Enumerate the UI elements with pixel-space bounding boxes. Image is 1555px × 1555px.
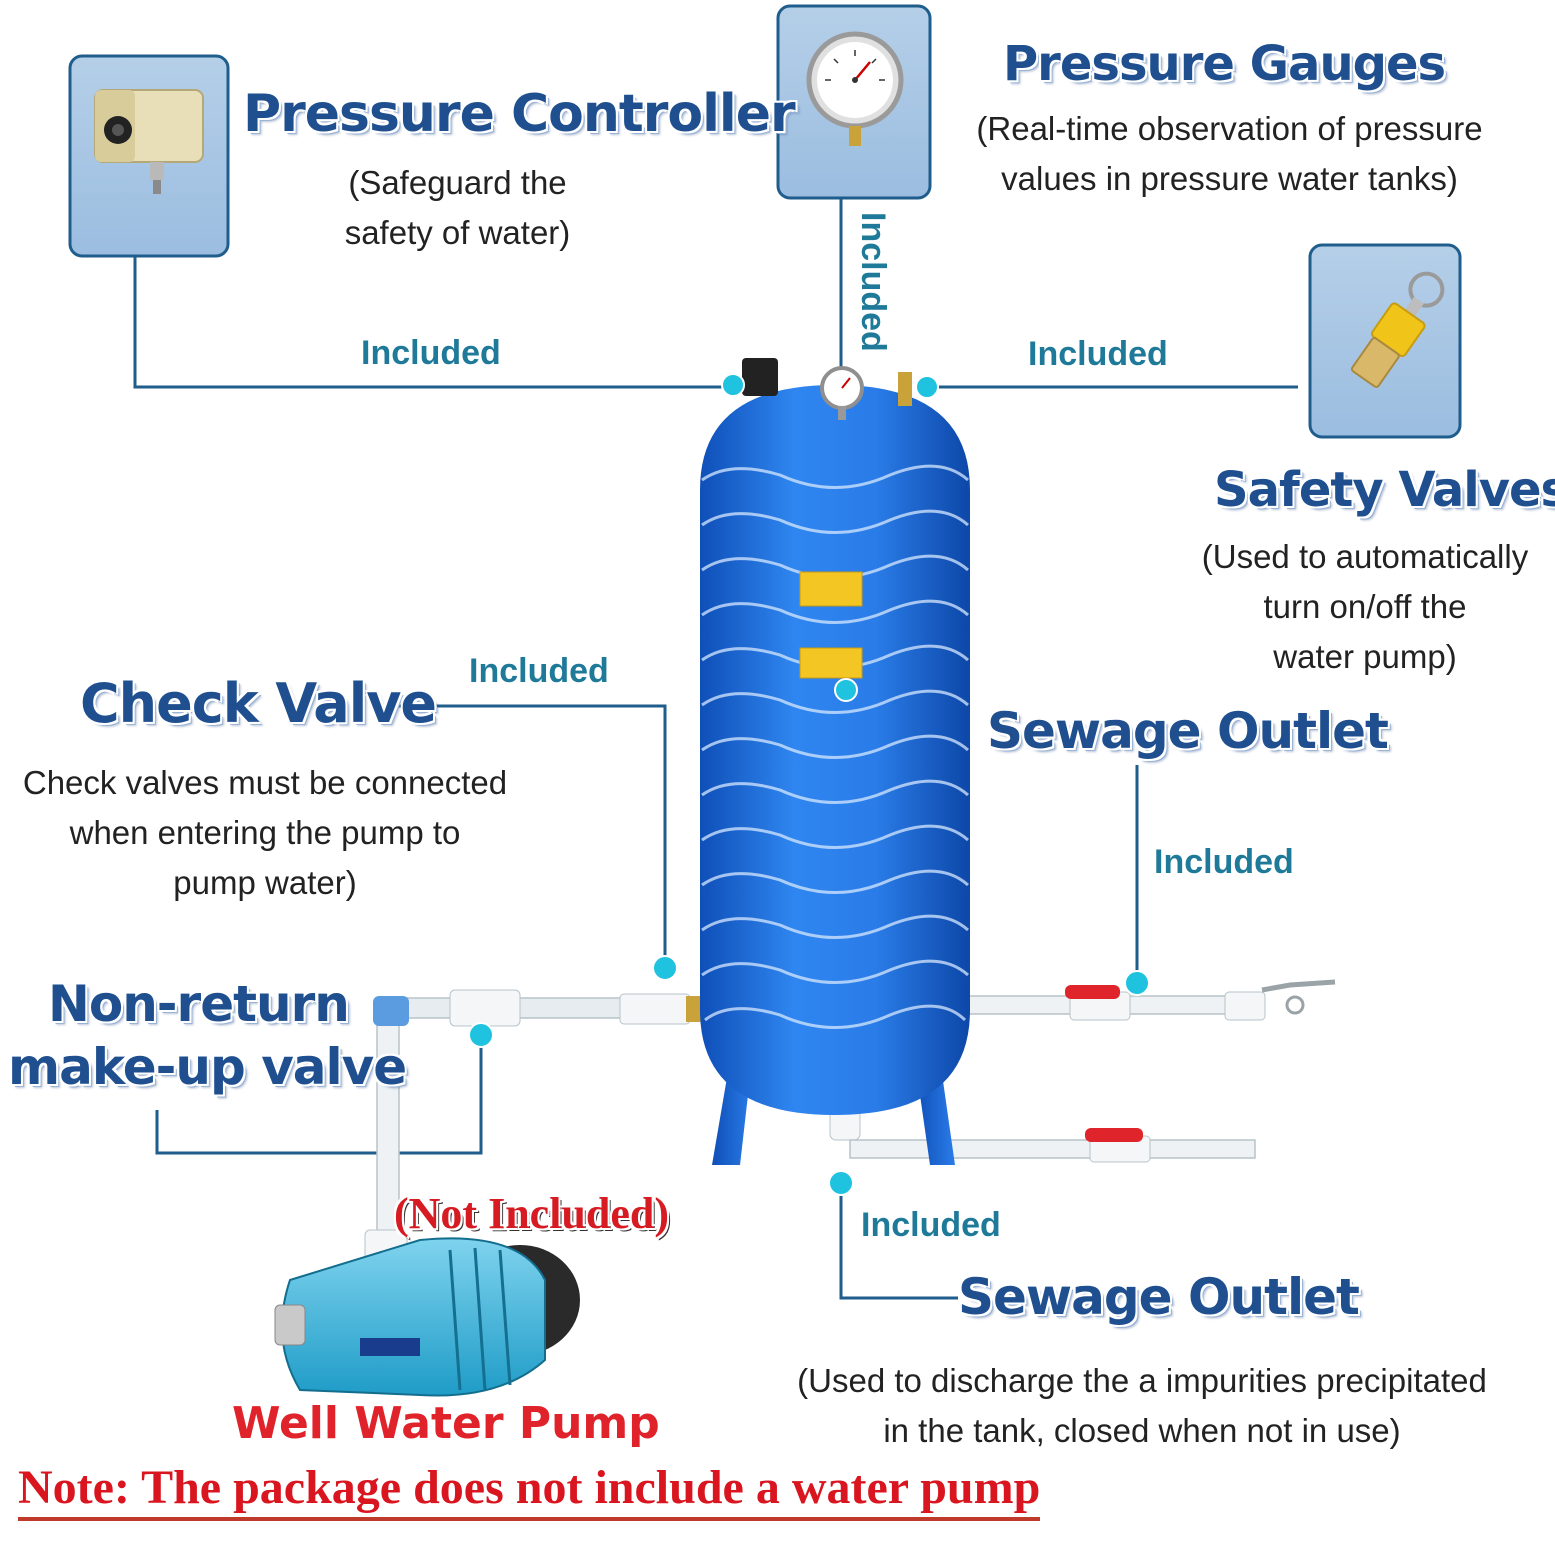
water-pump-icon [274, 1237, 580, 1397]
pressure-controller-desc: (Safeguard the safety of water) [310, 158, 605, 258]
pressure-gauges-title: Pressure Gauges [1003, 36, 1446, 92]
pressure-gauges-desc-line-2: values in pressure water tanks) [1001, 160, 1458, 197]
sewage-outlet-top-title: Sewage Outlet [987, 702, 1389, 760]
pressure-controller-desc-line-2: safety of water) [344, 214, 571, 251]
connector-check-valve [398, 704, 667, 968]
pressure-switch-icon [94, 89, 204, 194]
safety-valves-desc-line-3: water pump) [1273, 638, 1457, 675]
marker-dot-pressure-controller [721, 373, 745, 397]
pressure-gauge-icon [806, 31, 904, 146]
check-valve-desc: Check valves must be connected when ente… [0, 758, 530, 908]
safety-valves-included: Included [1028, 335, 1168, 373]
non-return-title-line-2: make-up valve [8, 1038, 407, 1096]
safety-valves-box [1308, 243, 1462, 439]
check-valve-desc-line-2: when entering the pump to [69, 814, 461, 851]
marker-dot-sewage-top [1124, 970, 1150, 996]
marker-dot-sewage-bottom [828, 1170, 854, 1196]
sewage-outlet-bottom-desc: (Used to discharge the a impurities prec… [752, 1356, 1532, 1456]
pressure-gauges-box [776, 4, 932, 200]
check-valve-desc-line-1: Check valves must be connected [22, 764, 508, 801]
safety-valve-icon [1350, 271, 1445, 388]
pressure-gauges-desc-line-1: (Real-time observation of pressure [976, 110, 1483, 147]
marker-dot-safety-valves [915, 375, 939, 399]
pressure-gauges-included: Included [854, 212, 892, 352]
sewage-outlet-bottom-included: Included [861, 1206, 1001, 1244]
package-note: Note: The package does not include a wat… [18, 1460, 1041, 1521]
connector-lines [133, 197, 1298, 1300]
check-valve-desc-line-3: pump water) [173, 864, 357, 901]
sewage-outlet-bottom-desc-line-2: in the tank, closed when not in use) [883, 1412, 1401, 1449]
connector-non-return [155, 1035, 483, 1155]
pump-label: Well Water Pump [232, 1398, 660, 1449]
sewage-outlet-bottom-desc-line-1: (Used to discharge the a impurities prec… [797, 1362, 1487, 1399]
marker-dot-check-valve [652, 955, 678, 981]
pressure-controller-included: Included [361, 334, 501, 372]
pressure-controller-box [68, 54, 230, 258]
water-tank-icon [700, 358, 970, 1165]
pump-not-included-label: (Not Included) [394, 1189, 670, 1238]
check-valve-included: Included [469, 652, 609, 690]
marker-dot-tank-label [834, 678, 858, 702]
check-valve-title: Check Valve [80, 672, 437, 735]
pressure-controller-desc-line-1: (Safeguard the [348, 164, 567, 201]
pressure-gauges-desc: (Real-time observation of pressure value… [942, 104, 1517, 204]
connector-sewage-bottom [839, 1183, 958, 1300]
safety-valves-title: Safety Valves [1214, 462, 1555, 518]
sewage-outlet-top-included: Included [1154, 843, 1294, 881]
marker-dots [468, 373, 1150, 1196]
non-return-title-line-1: Non-return [48, 975, 350, 1033]
safety-valves-desc: (Used to automatically turn on/off the w… [1180, 532, 1550, 682]
sewage-outlet-bottom-title: Sewage Outlet [958, 1268, 1360, 1326]
safety-valves-desc-line-1: (Used to automatically [1201, 538, 1529, 575]
pressure-controller-title: Pressure Controller [243, 84, 796, 144]
connector-pressure-controller [133, 256, 733, 389]
safety-valves-desc-line-2: turn on/off the [1263, 588, 1467, 625]
marker-dot-non-return [468, 1022, 494, 1048]
